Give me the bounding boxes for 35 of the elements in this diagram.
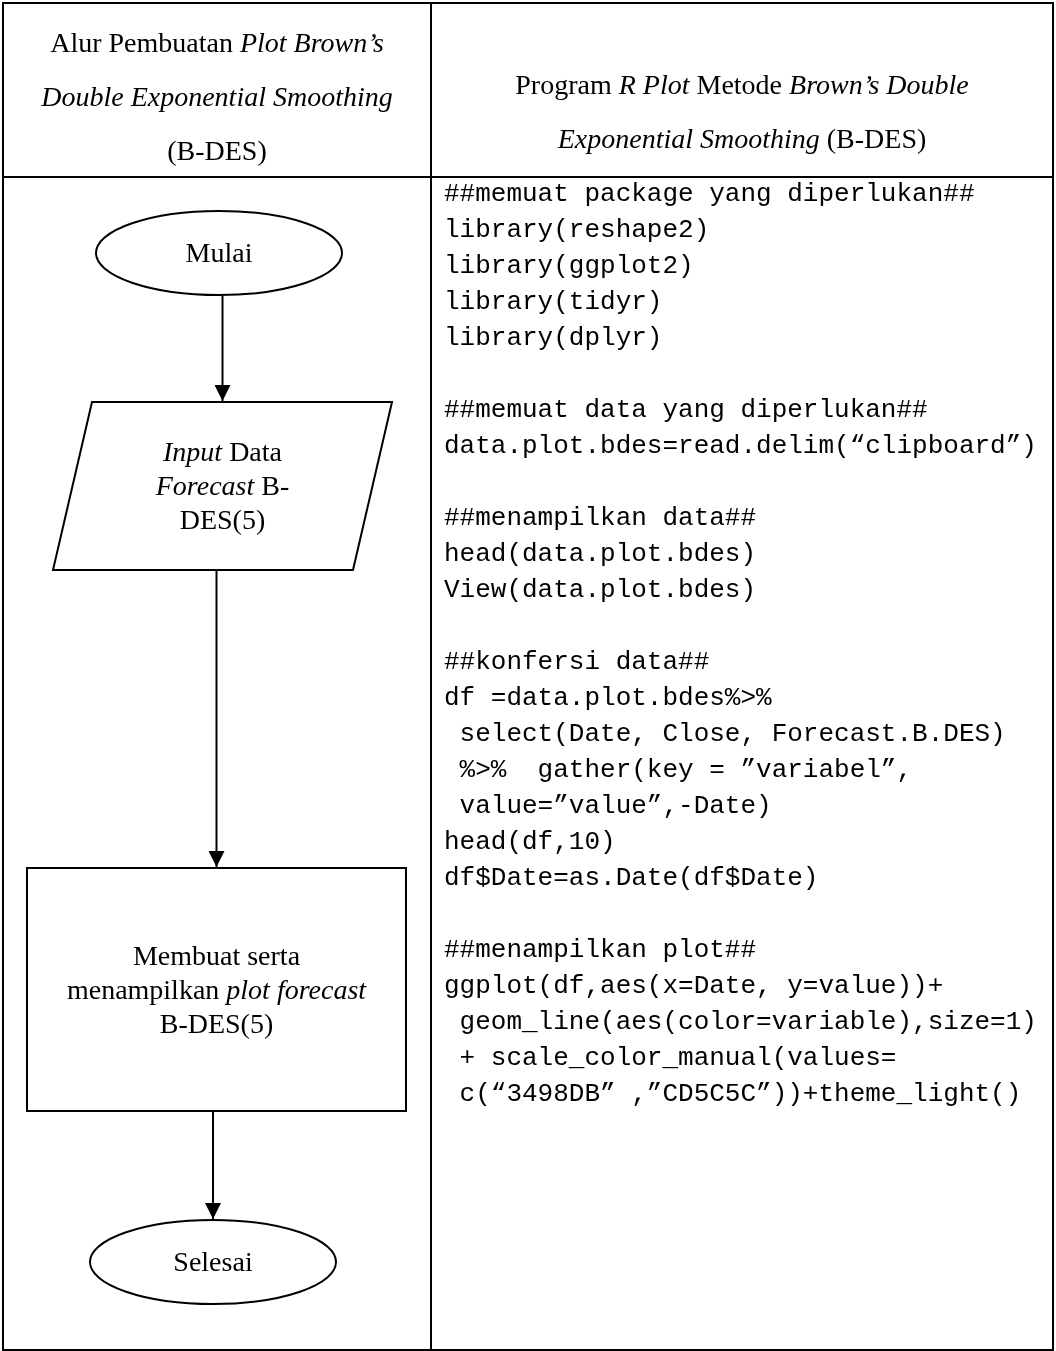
code-line: geom_line(aes(color=variable),size=1)	[458, 1007, 1037, 1037]
start-ellipse	[95, 210, 343, 296]
code-line: ##memuat data yang diperlukan##	[444, 395, 928, 425]
end-ellipse	[89, 1219, 337, 1305]
node-text: Mulai	[184, 236, 254, 270]
arrow	[214, 295, 231, 402]
code-line: ggplot(df,aes(x=Date, y=value))+	[444, 971, 944, 1001]
code-line: select(Date, Close, Forecast.B.DES)	[458, 719, 1006, 749]
code-line: ##konfersi data##	[444, 647, 710, 677]
arrow	[208, 570, 225, 868]
input-parallelogram	[52, 401, 393, 571]
code-line: + scale_color_manual(values=	[458, 1043, 897, 1073]
code-line: library(reshape2)	[444, 215, 710, 245]
code-line: library(ggplot2)	[444, 251, 694, 281]
code-line: head(df,10)	[444, 827, 616, 857]
code-line: View(data.plot.bdes)	[444, 575, 757, 605]
code-line: head(data.plot.bdes)	[444, 539, 757, 569]
code-line: %>% gather(key = ”variabel”,	[458, 755, 913, 785]
code-line: library(tidyr)	[444, 287, 663, 317]
code-line: data.plot.bdes=read.delim(“clipboard”)	[444, 431, 1037, 461]
node-text: Selesai	[172, 1245, 254, 1279]
process-box	[26, 867, 407, 1112]
code-line: ##memuat package yang diperlukan##	[444, 179, 975, 209]
code-line: ##menampilkan data##	[444, 503, 757, 533]
column-header: Program R Plot Metode Brown’s Double Exponential Smoothing (B-DES)	[514, 68, 970, 156]
node-text: Input Data Forecast B-DES(5)	[154, 435, 291, 537]
code-line: value=”value”,-Date)	[458, 791, 772, 821]
code-line: df =data.plot.bdes%>%	[444, 683, 772, 713]
column-header: Alur Pembuatan Plot Brown’s Double Exponential Smoothing (B-DES)	[40, 26, 394, 168]
code-line: df$Date=as.Date(df$Date)	[444, 863, 819, 893]
code-line: ##menampilkan plot##	[444, 935, 757, 965]
node-text: Membuat serta menampilkan plot forecast B-DES(5)	[66, 938, 367, 1041]
code-line: c(“3498DB” ,”CD5C5C”))+theme_light()	[458, 1079, 1022, 1109]
arrow	[205, 1111, 221, 1220]
code-line: library(dplyr)	[444, 323, 663, 353]
